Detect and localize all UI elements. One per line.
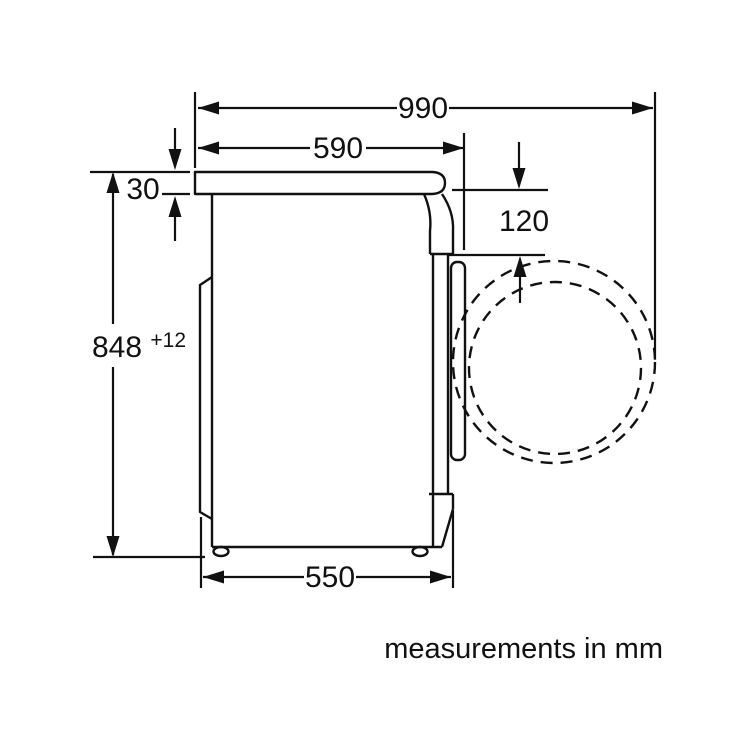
- front-fascia-outer-curve: [441, 193, 455, 254]
- dimension-990: 990: [193, 92, 657, 357]
- arrowhead-down: [106, 536, 120, 557]
- arrowhead-down: [168, 149, 182, 170]
- arrowhead-right: [632, 101, 653, 115]
- door-swing-outer-circle: [451, 259, 657, 465]
- front-foot: [411, 545, 429, 558]
- dimension-848-value: 848: [92, 331, 142, 364]
- arrowhead-right: [443, 141, 464, 155]
- dimension-590-label: 590: [313, 132, 363, 165]
- arrowhead-up: [513, 256, 527, 277]
- arrowhead-right: [430, 570, 451, 584]
- dimension-30-label: 30: [126, 173, 159, 206]
- dimension-590: 590: [198, 132, 466, 250]
- arrowhead-left: [198, 141, 219, 155]
- dimension-848-tolerance: +12: [150, 329, 186, 352]
- arrowhead-up: [168, 196, 182, 217]
- dimension-30: 30: [90, 128, 190, 241]
- arrowhead-left: [198, 101, 219, 115]
- dimension-848: 848 +12: [92, 172, 205, 559]
- door-swing-inner-circle: [467, 280, 643, 456]
- arrowhead-up: [106, 172, 120, 193]
- arrowhead-down: [512, 168, 526, 189]
- units-note: measurements in mm: [384, 633, 663, 665]
- dimension-848-label: 848 +12: [92, 329, 186, 364]
- worktop: [193, 170, 447, 196]
- dimension-990-label: 990: [398, 92, 448, 125]
- arrowhead-left: [203, 570, 224, 584]
- back-panel-seam: [198, 276, 213, 521]
- dimension-120: 120: [447, 142, 549, 303]
- washing-machine-outline: [193, 170, 467, 558]
- dimension-120-label: 120: [499, 205, 549, 238]
- front-fascia-inner-curve: [422, 193, 432, 254]
- toe-kick-slope: [440, 508, 455, 548]
- door-side-profile: [449, 260, 467, 462]
- dimension-550-label: 550: [305, 561, 355, 594]
- rear-foot: [212, 545, 230, 558]
- dimension-550: 550: [199, 510, 455, 594]
- door-swing-radius: [451, 259, 657, 465]
